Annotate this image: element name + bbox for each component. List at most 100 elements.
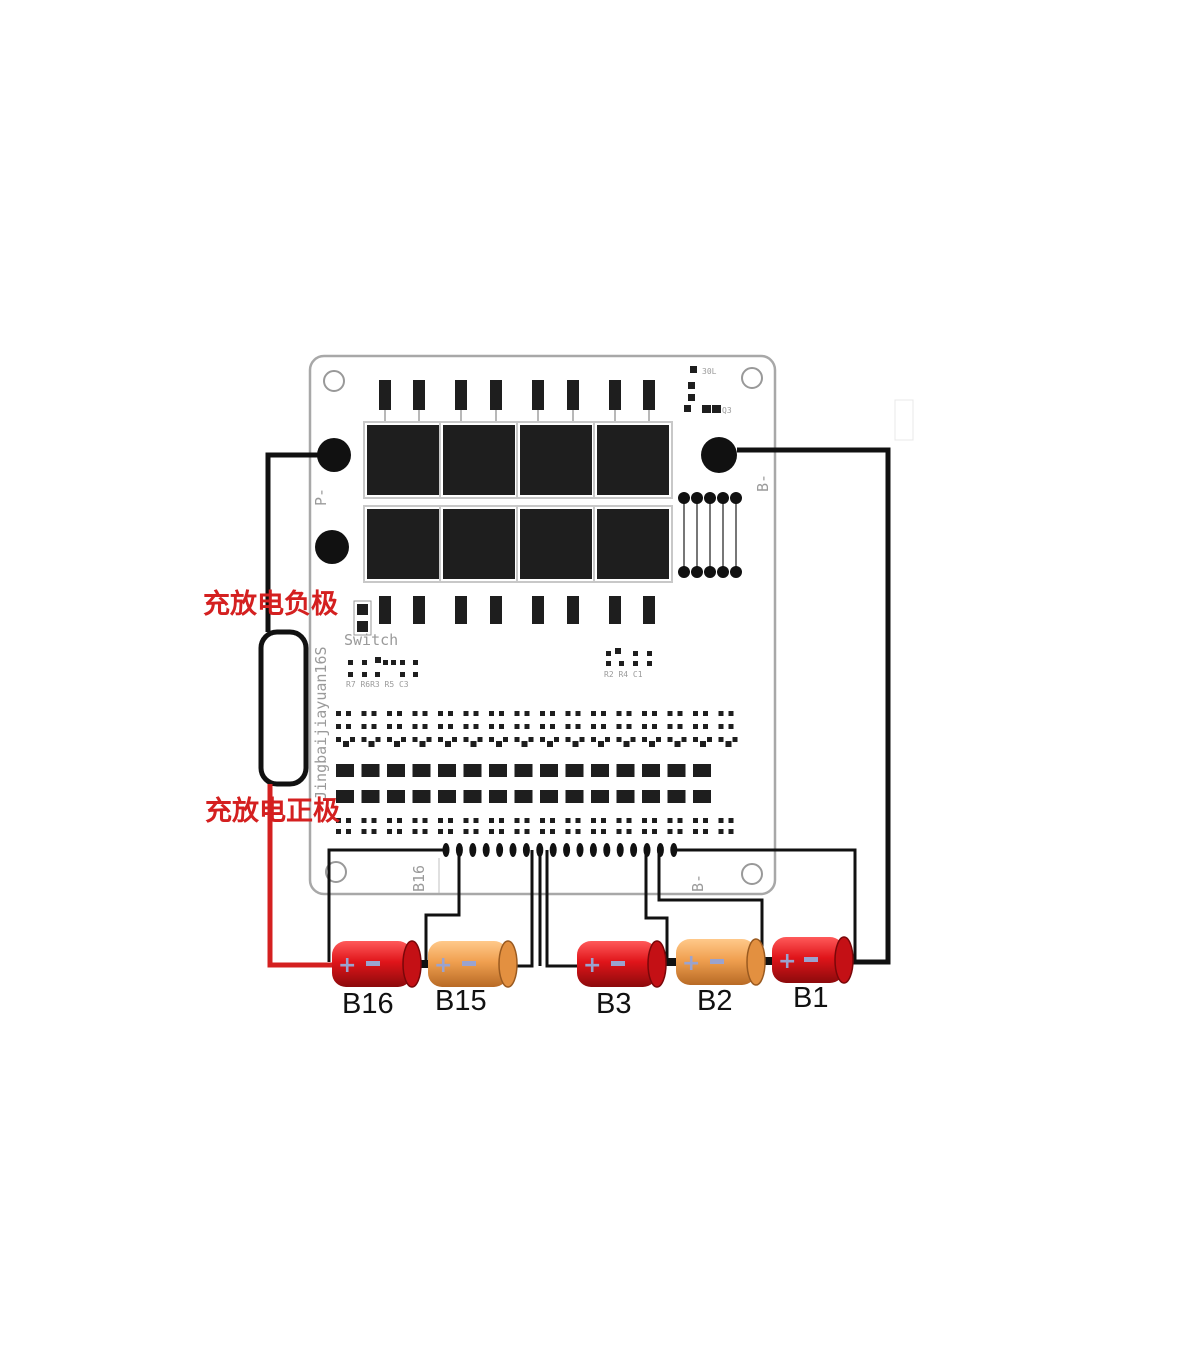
smd-pad bbox=[438, 829, 443, 834]
smd-pad bbox=[463, 724, 469, 729]
load-connector bbox=[258, 629, 309, 787]
smd-pad bbox=[725, 741, 732, 747]
balance-resistor bbox=[667, 790, 686, 803]
smd-pad bbox=[601, 818, 606, 823]
smd-pad bbox=[412, 724, 418, 729]
smd-pad bbox=[422, 711, 428, 716]
smd-pad bbox=[438, 724, 443, 729]
smd-pad bbox=[718, 724, 724, 729]
smd-pad bbox=[375, 737, 381, 742]
switch-pads bbox=[357, 604, 368, 632]
smd-pad bbox=[412, 829, 418, 834]
connector-pin bbox=[482, 843, 490, 857]
smd-pad bbox=[438, 818, 443, 823]
smd-pad bbox=[463, 818, 469, 823]
smd-pad bbox=[422, 818, 428, 823]
balance-resistor bbox=[489, 790, 507, 803]
smd-pad bbox=[473, 711, 479, 716]
connector-pin bbox=[643, 843, 651, 857]
battery-cell-b16: + bbox=[332, 940, 422, 988]
smd-pad bbox=[667, 818, 673, 823]
smd-pad bbox=[489, 829, 494, 834]
balance-resistor bbox=[463, 764, 482, 777]
switch-outline bbox=[353, 600, 372, 636]
b-minus-label: B- bbox=[754, 474, 772, 492]
smd-pad bbox=[452, 737, 457, 742]
positive-red-wire bbox=[267, 784, 336, 968]
smd-pad bbox=[387, 818, 392, 823]
smd-pad bbox=[642, 711, 647, 716]
smd-pad bbox=[601, 724, 606, 729]
smd-pad bbox=[448, 724, 453, 729]
mount-hole-bottom-right bbox=[741, 863, 763, 885]
smd-pad bbox=[412, 711, 418, 716]
balance-resistor bbox=[387, 790, 405, 803]
balance-resistor bbox=[514, 764, 533, 777]
connector-pin bbox=[670, 843, 678, 857]
top-right-components bbox=[684, 366, 721, 413]
smd-pad bbox=[626, 724, 632, 729]
smd-pad bbox=[630, 737, 636, 742]
balance-resistor bbox=[336, 790, 354, 803]
bottom-pads bbox=[379, 596, 655, 624]
smd-pad bbox=[371, 829, 377, 834]
smd-pad bbox=[703, 724, 708, 729]
smd-pad bbox=[703, 711, 708, 716]
smd-pad bbox=[336, 737, 341, 742]
balance-resistor bbox=[591, 764, 609, 777]
smd-pad bbox=[575, 829, 581, 834]
smd-pad bbox=[677, 724, 683, 729]
smd-pad bbox=[591, 818, 596, 823]
balance-resistor bbox=[514, 790, 533, 803]
smd-pad bbox=[707, 737, 712, 742]
smd-pad bbox=[368, 741, 375, 747]
smd-pad bbox=[540, 829, 545, 834]
smd-pad bbox=[591, 724, 596, 729]
balance-wire-b3 bbox=[644, 850, 669, 962]
connector-pin bbox=[469, 843, 477, 857]
smd-pad bbox=[470, 741, 477, 747]
balance-resistor bbox=[693, 764, 711, 777]
connector-pin bbox=[576, 843, 584, 857]
smd-pad bbox=[489, 737, 494, 742]
smd-pad bbox=[554, 737, 559, 742]
battery-cell-b15: + bbox=[428, 940, 518, 988]
minus-icon bbox=[710, 959, 724, 964]
smd-pad bbox=[540, 737, 545, 742]
battery-cells: + + + + + bbox=[332, 936, 854, 988]
balance-components-array bbox=[336, 711, 738, 834]
smd-pad bbox=[463, 737, 469, 742]
smd-pad bbox=[677, 711, 683, 716]
smd-pad bbox=[565, 711, 571, 716]
balance-resistor bbox=[361, 764, 380, 777]
smd-pad bbox=[572, 741, 579, 747]
smd-pad bbox=[693, 737, 698, 742]
smd-pad bbox=[674, 741, 681, 747]
smd-pad bbox=[693, 829, 698, 834]
p-minus-terminal-lower bbox=[315, 530, 349, 564]
smd-pad bbox=[397, 818, 402, 823]
smd-pad bbox=[473, 724, 479, 729]
smd-pad bbox=[521, 741, 528, 747]
smd-pad bbox=[575, 724, 581, 729]
smd-pad bbox=[677, 818, 683, 823]
connector-pin bbox=[522, 843, 530, 857]
smd-left-group bbox=[348, 657, 418, 677]
balance-wire-mid-c bbox=[545, 850, 582, 968]
smd-pad bbox=[463, 711, 469, 716]
smd-pad bbox=[514, 711, 520, 716]
smd-pad bbox=[652, 818, 657, 823]
smd-pad bbox=[703, 829, 708, 834]
smd-pad bbox=[387, 724, 392, 729]
top-right-marking-1: 30L bbox=[702, 367, 717, 376]
smd-pad bbox=[343, 741, 349, 747]
smd-pad bbox=[371, 724, 377, 729]
smd-pad bbox=[528, 737, 534, 742]
balance-resistor bbox=[540, 764, 558, 777]
plus-icon: + bbox=[778, 949, 796, 974]
cell-label-b16: B16 bbox=[342, 988, 394, 1020]
smd-pad bbox=[540, 818, 545, 823]
connector-pin bbox=[509, 843, 517, 857]
smd-pad bbox=[361, 829, 367, 834]
smd-pad bbox=[524, 711, 530, 716]
